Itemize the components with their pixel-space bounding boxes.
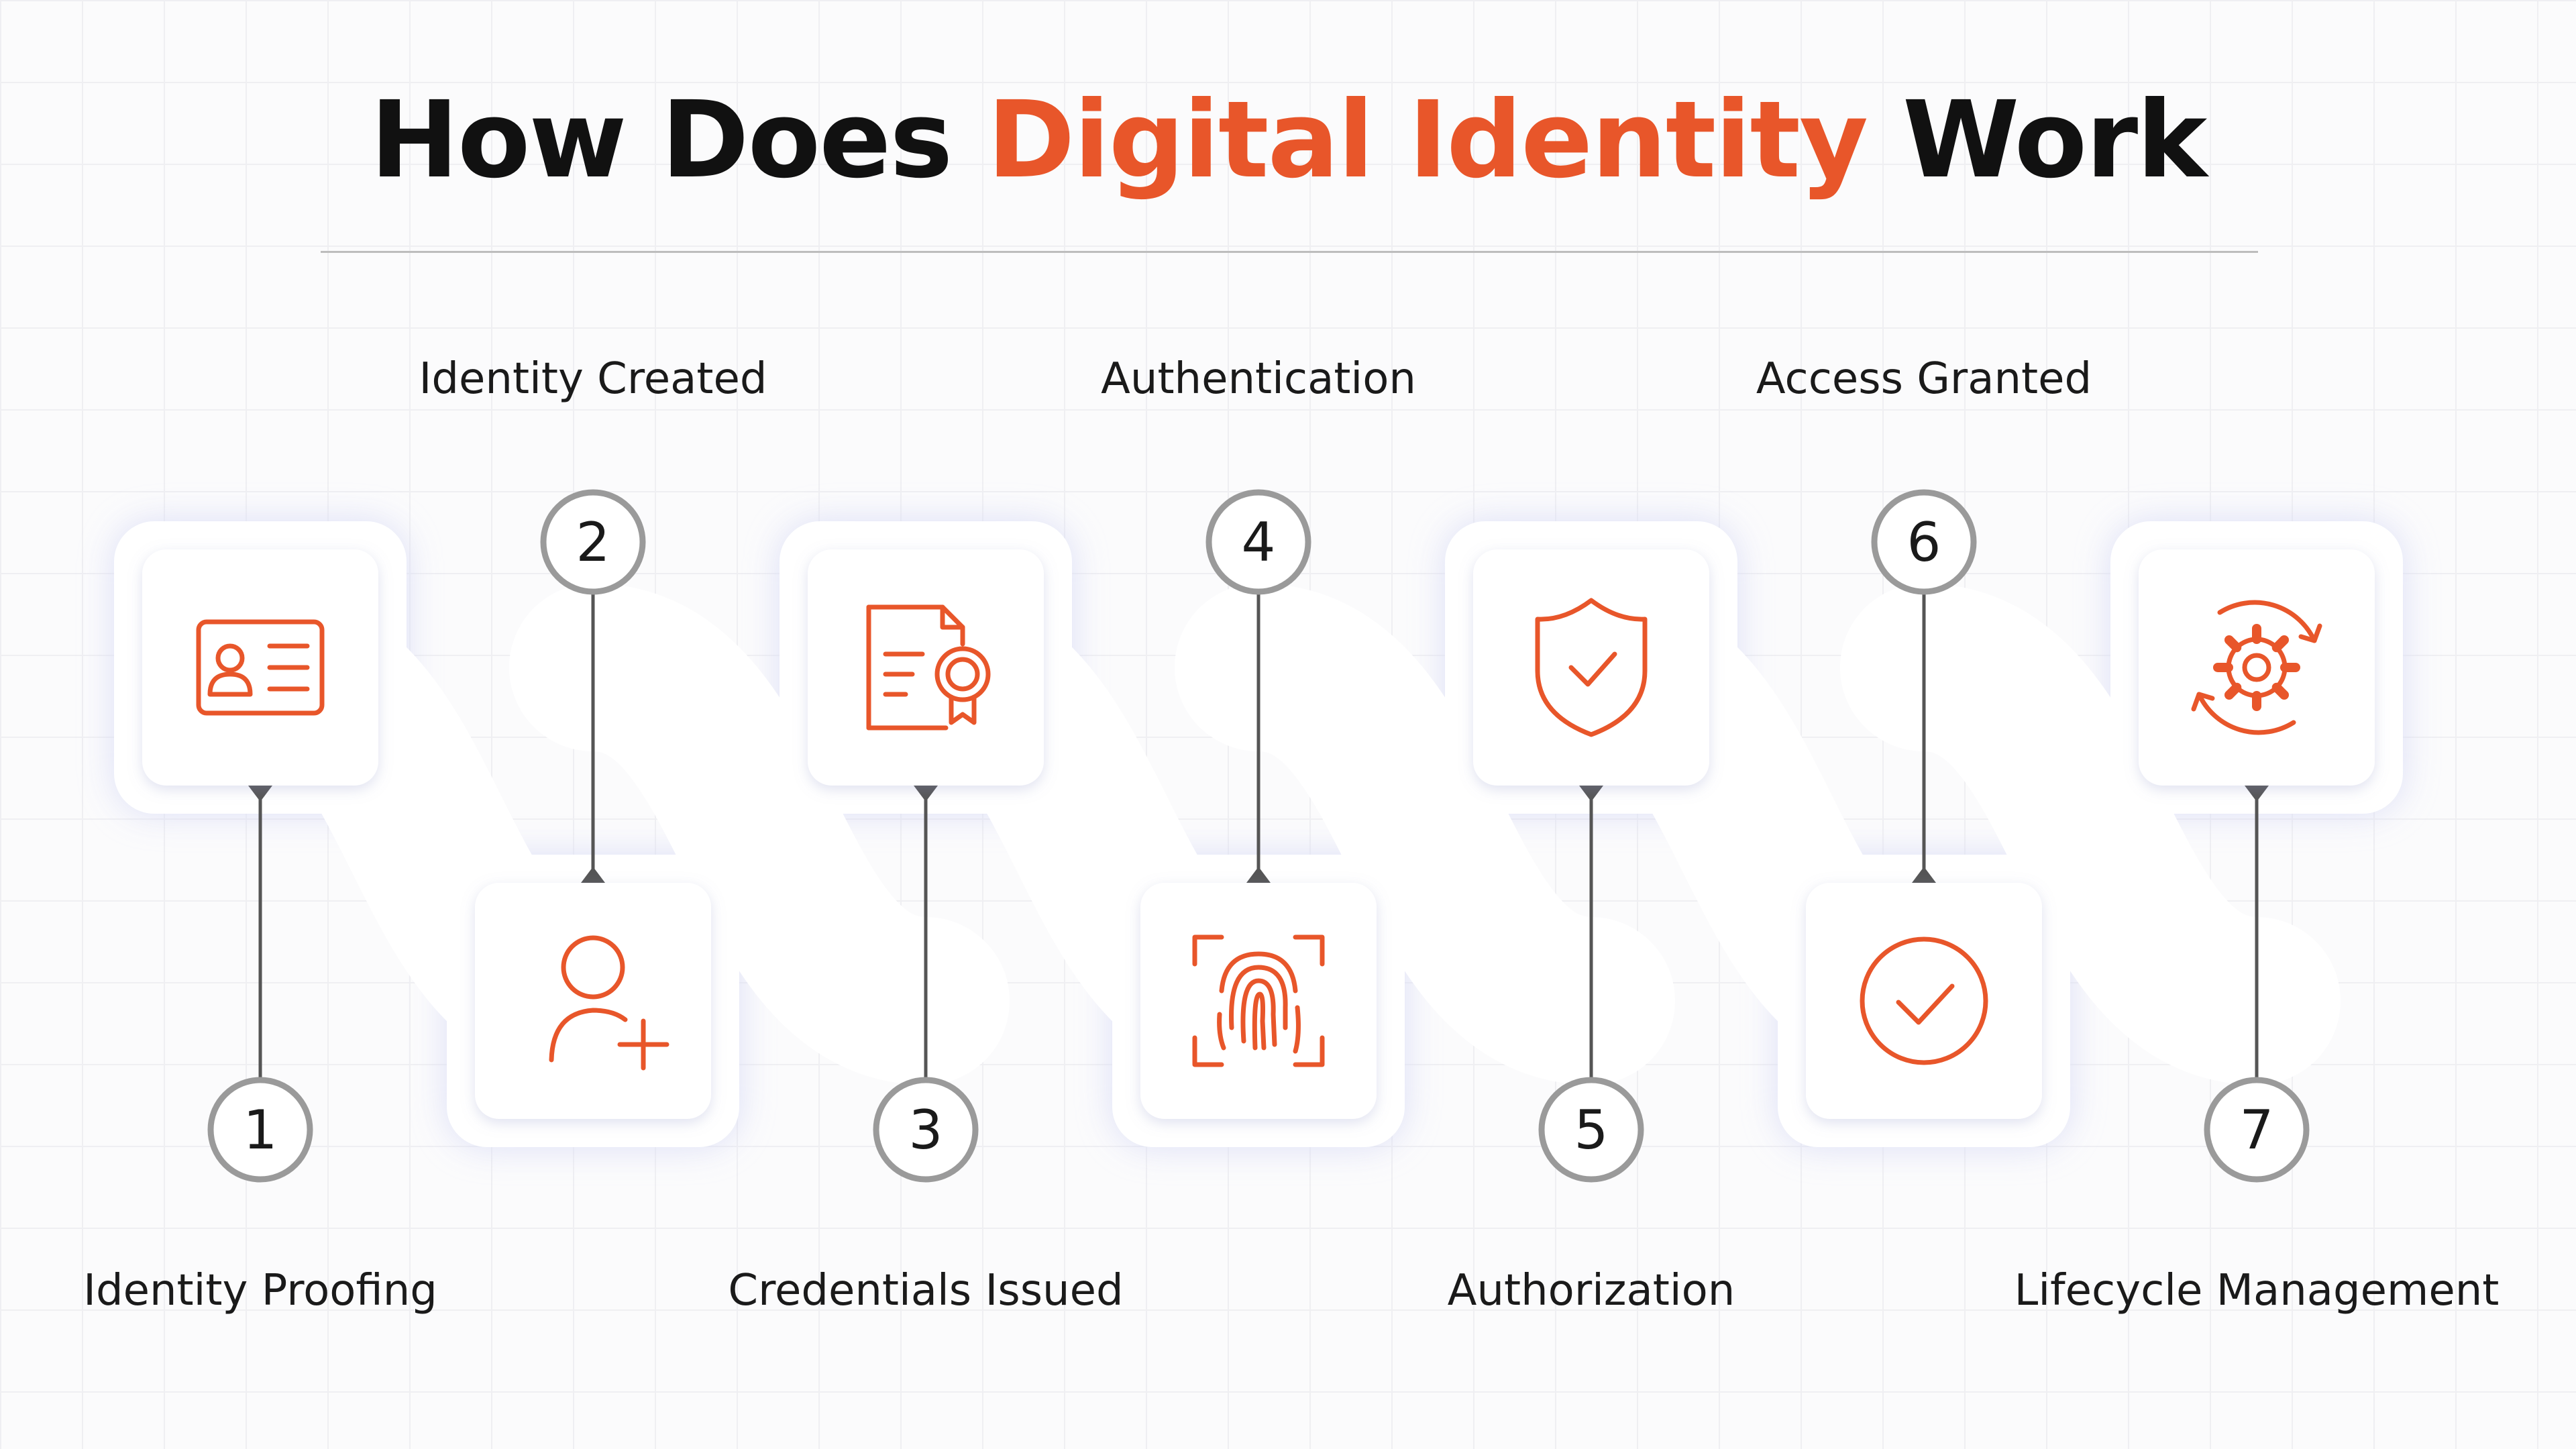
step-card: [142, 549, 378, 786]
fingerprint-scan-icon: [1192, 934, 1325, 1067]
step-number: 3: [909, 1099, 943, 1161]
gear-cycle-icon: [2191, 600, 2322, 735]
connector-arrow: [1579, 786, 1603, 802]
band-segment: [1840, 584, 2341, 1085]
step-badge: [1538, 1077, 1644, 1183]
connector-arrow: [914, 786, 938, 802]
check-circle-icon: [1860, 936, 1988, 1065]
title-divider: [321, 251, 2258, 253]
connector-arrow: [1246, 867, 1271, 883]
title-part-1: How Does: [370, 78, 987, 202]
step-label: Authorization: [1447, 1266, 1735, 1316]
connector-arrow: [248, 786, 272, 802]
step-badge: [2204, 1077, 2310, 1183]
connector-arrow: [2245, 786, 2269, 802]
step-icons: [196, 598, 2322, 1071]
step-badges: 1 2 3 4 5 6 7: [207, 489, 2310, 1183]
step-number: 7: [2240, 1099, 2274, 1161]
step-badge: [207, 1077, 313, 1183]
step-label: Lifecycle Management: [2014, 1266, 2500, 1316]
step-badge: [540, 489, 646, 595]
step-label: Access Granted: [1756, 354, 2092, 404]
step-label: Credentials Issued: [728, 1266, 1124, 1316]
step-number: 4: [1242, 511, 1276, 574]
title-part-2: Work: [1867, 78, 2207, 202]
connector-arrow: [581, 867, 605, 883]
shield-check-icon: [1535, 598, 1648, 737]
step-card: [808, 549, 1044, 786]
step-card: [1473, 549, 1709, 786]
id-card-icon: [196, 619, 325, 716]
band-segment: [1175, 584, 1675, 1085]
step-label: Identity Created: [419, 354, 767, 404]
add-user-icon: [549, 935, 669, 1071]
connector-arrow: [1912, 867, 1936, 883]
step-card: [475, 883, 711, 1119]
connector-lines: [248, 569, 2269, 1103]
step-cards: [142, 549, 2375, 1119]
step-badge: [1205, 489, 1311, 595]
band-segment: [509, 584, 1010, 1085]
step-card: [1806, 883, 2042, 1119]
step-badge: [873, 1077, 979, 1183]
step-number: 6: [1907, 511, 1941, 574]
title-accent: Digital Identity: [987, 78, 1868, 202]
step-card: [2139, 549, 2375, 786]
step-label: Authentication: [1101, 354, 1416, 404]
certificate-icon: [866, 604, 991, 731]
step-label: Identity Proofing: [83, 1266, 437, 1316]
step-number: 1: [244, 1099, 278, 1161]
page-title: How Does Digital Identity Work: [0, 87, 2576, 193]
step-badge: [1871, 489, 1977, 595]
step-number: 5: [1574, 1099, 1609, 1161]
step-number: 2: [576, 511, 610, 574]
